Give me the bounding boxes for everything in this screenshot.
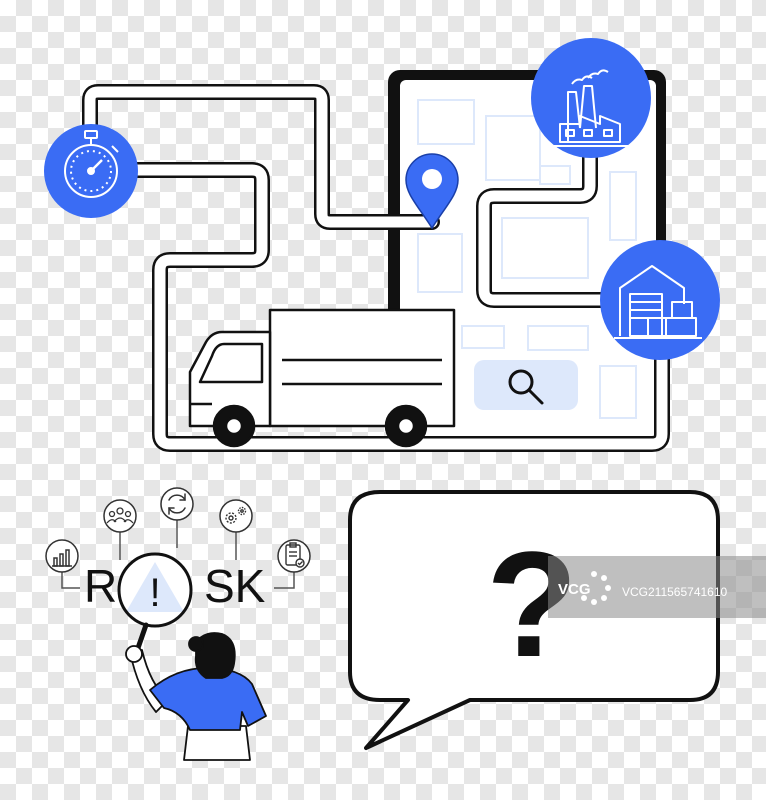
magnifying-glass-warning: ! bbox=[117, 552, 193, 651]
people-icon bbox=[103, 499, 137, 533]
warning-triangle-icon bbox=[126, 562, 184, 612]
risk-letter-r: R bbox=[84, 560, 117, 612]
warning-exclamation: ! bbox=[149, 571, 160, 615]
person-figure bbox=[125, 632, 267, 761]
bar-chart-icon bbox=[45, 539, 79, 573]
watermark-id: VCG211565741610 bbox=[622, 585, 728, 599]
map-search-bar[interactable] bbox=[474, 360, 578, 410]
speech-bubble: ? bbox=[348, 490, 720, 750]
clipboard-icon bbox=[277, 539, 311, 573]
watermark: VCG VCG211565741610 bbox=[548, 556, 766, 618]
route-roads bbox=[82, 84, 670, 452]
risk-diagram: R ! SK bbox=[45, 487, 311, 651]
gears-icon bbox=[219, 499, 253, 533]
connector-lines bbox=[61, 520, 295, 589]
delivery-truck-icon bbox=[188, 308, 456, 448]
search-icon bbox=[508, 369, 544, 405]
stopwatch-icon bbox=[44, 124, 138, 218]
factory-icon bbox=[531, 38, 651, 158]
map-pin-icon bbox=[405, 153, 459, 230]
watermark-logo-text: VCG bbox=[558, 581, 591, 598]
warehouse-icon bbox=[600, 240, 720, 360]
refresh-icon bbox=[160, 487, 194, 521]
vcg-logo-icon bbox=[581, 571, 611, 605]
risk-letters-sk: SK bbox=[204, 560, 266, 612]
